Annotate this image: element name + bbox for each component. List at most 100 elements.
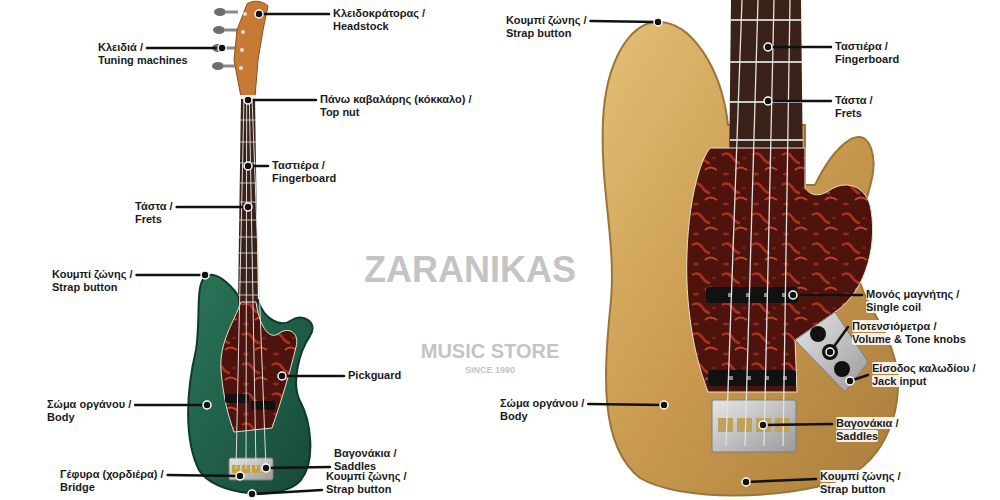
watermark-box: MUSIC STORE [421,340,560,362]
line-spacer [939,320,970,333]
part-label-box: Τάστα / Frets [135,200,177,226]
part-label-box: Βαγονάκια / Saddles [836,417,903,443]
leader-line [252,490,322,494]
part-label: Σώμα οργάνου / Body [47,398,131,423]
tuner-key [212,62,224,70]
part-label-box: Τάστα / Frets [835,94,877,120]
anchor-dot [244,96,252,104]
leader-line [259,13,329,16]
anchor-dot [244,162,252,170]
line-spacer [399,447,401,460]
pickguard [221,302,297,432]
part-label: Pickguard [348,369,401,381]
tuner-bushing [239,66,243,70]
tuner-bushing [241,30,245,34]
part-label: Βαγονάκια / Saddles [334,447,397,472]
strings [726,0,790,446]
line-spacer [589,14,591,27]
part-label: Ταστιέρα / Fingerboard [835,40,899,65]
headstock [234,1,268,97]
line-spacer [134,398,136,411]
line-spacer [175,200,177,213]
part-label-box: Πάνω καβαλάρης (κόκκαλο) / Top nut [320,93,476,119]
leader-line [248,99,316,102]
control-knob [822,344,838,360]
part-label-box: Pickguard [348,369,401,382]
part-label-box: Κουμπί ζώνης / Strap button [326,470,411,496]
line-spacer [327,159,341,172]
part-label: Σώμα οργάνου / Body [500,397,584,422]
pickguard [687,148,873,392]
part-label: Τάστα / Frets [835,94,873,119]
anchor-dot [262,464,270,472]
strings [236,97,266,469]
anchor-dot [203,401,211,409]
anchor-dot [742,478,750,486]
line-spacer [978,362,980,375]
part-label-box: Κλειδιά / Tuning machines [98,41,192,67]
part-label-box: Κουμπί ζώνης / Strap button [52,268,137,294]
part-label: Κουμπί ζώνης / Strap button [52,268,133,293]
leader-line [768,100,831,103]
anchor-dot [255,10,263,18]
leader-line [147,47,222,50]
anchor-dot [236,472,244,480]
line-spacer [875,94,877,107]
jack-socket [846,377,854,385]
part-label: Κλειδιά / Tuning machines [98,41,188,66]
part-label: Πάνω καβαλάρης (κόκκαλο) / Top nut [320,93,472,118]
part-label: Γέφυρα (χορδιέρα) / Bridge [60,468,164,493]
part-label-box: Γέφυρα (χορδιέρα) / Bridge [60,468,168,494]
neck [238,97,258,304]
leader-line [588,404,664,405]
tuner-bushing [240,48,244,52]
pickup [708,370,796,386]
anchor-dot [201,271,209,279]
leader-line [591,21,659,22]
part-label: Μονός μαγνήτης / Single coil [866,288,959,313]
watermark-box: SINCE 1990 [465,366,515,376]
leader-line [168,475,240,476]
control-knob [810,326,826,342]
anchor-dot [826,348,834,356]
guitar-body [188,275,312,494]
line-spacer [903,470,905,483]
anchor-dot [764,97,772,105]
leader-line [746,479,816,482]
anchor-dot [660,401,668,409]
leader-dots [201,10,854,498]
tuner-bushing [243,12,247,16]
line-spacer [474,93,476,106]
tuner-key [214,8,226,16]
anchor-dot [244,203,252,211]
part-label: Τάστα / Frets [135,200,173,225]
watermark: MUSIC STORE [421,340,560,362]
leader-line [793,294,862,297]
leader-line [137,274,206,277]
part-label-box: Σώμα οργάνου / Body [47,398,136,424]
saddle [262,465,270,473]
part-label: Ταστιέρα / Fingerboard [272,159,336,184]
part-label-box: Βαγονάκια / Saddles [334,447,401,473]
line-spacer [409,470,411,483]
pole-pieces [728,295,787,378]
line-spacer [428,7,430,20]
line-spacer [145,41,192,54]
leader-line [282,375,344,378]
anchor-dot [764,43,772,51]
anchor-dot [846,377,854,385]
part-label-box: Ταστιέρα / Fingerboard [835,40,904,66]
part-label: Κουμπί ζώνης / Strap button [326,470,407,495]
part-label-box: Ποτενσιόμετρα / Volume & Tone knobs [852,320,970,346]
saddle [737,418,752,432]
leader-line [177,206,248,209]
saddle [718,418,733,432]
bridge-plate [229,458,273,480]
anchor-dot [248,490,256,498]
leader-line [266,467,330,468]
line-spacer [901,417,903,430]
part-label: Ποτενσιόμετρα / Volume & Tone knobs [852,320,966,345]
part-label-box: Ταστιέρα / Fingerboard [272,159,341,185]
